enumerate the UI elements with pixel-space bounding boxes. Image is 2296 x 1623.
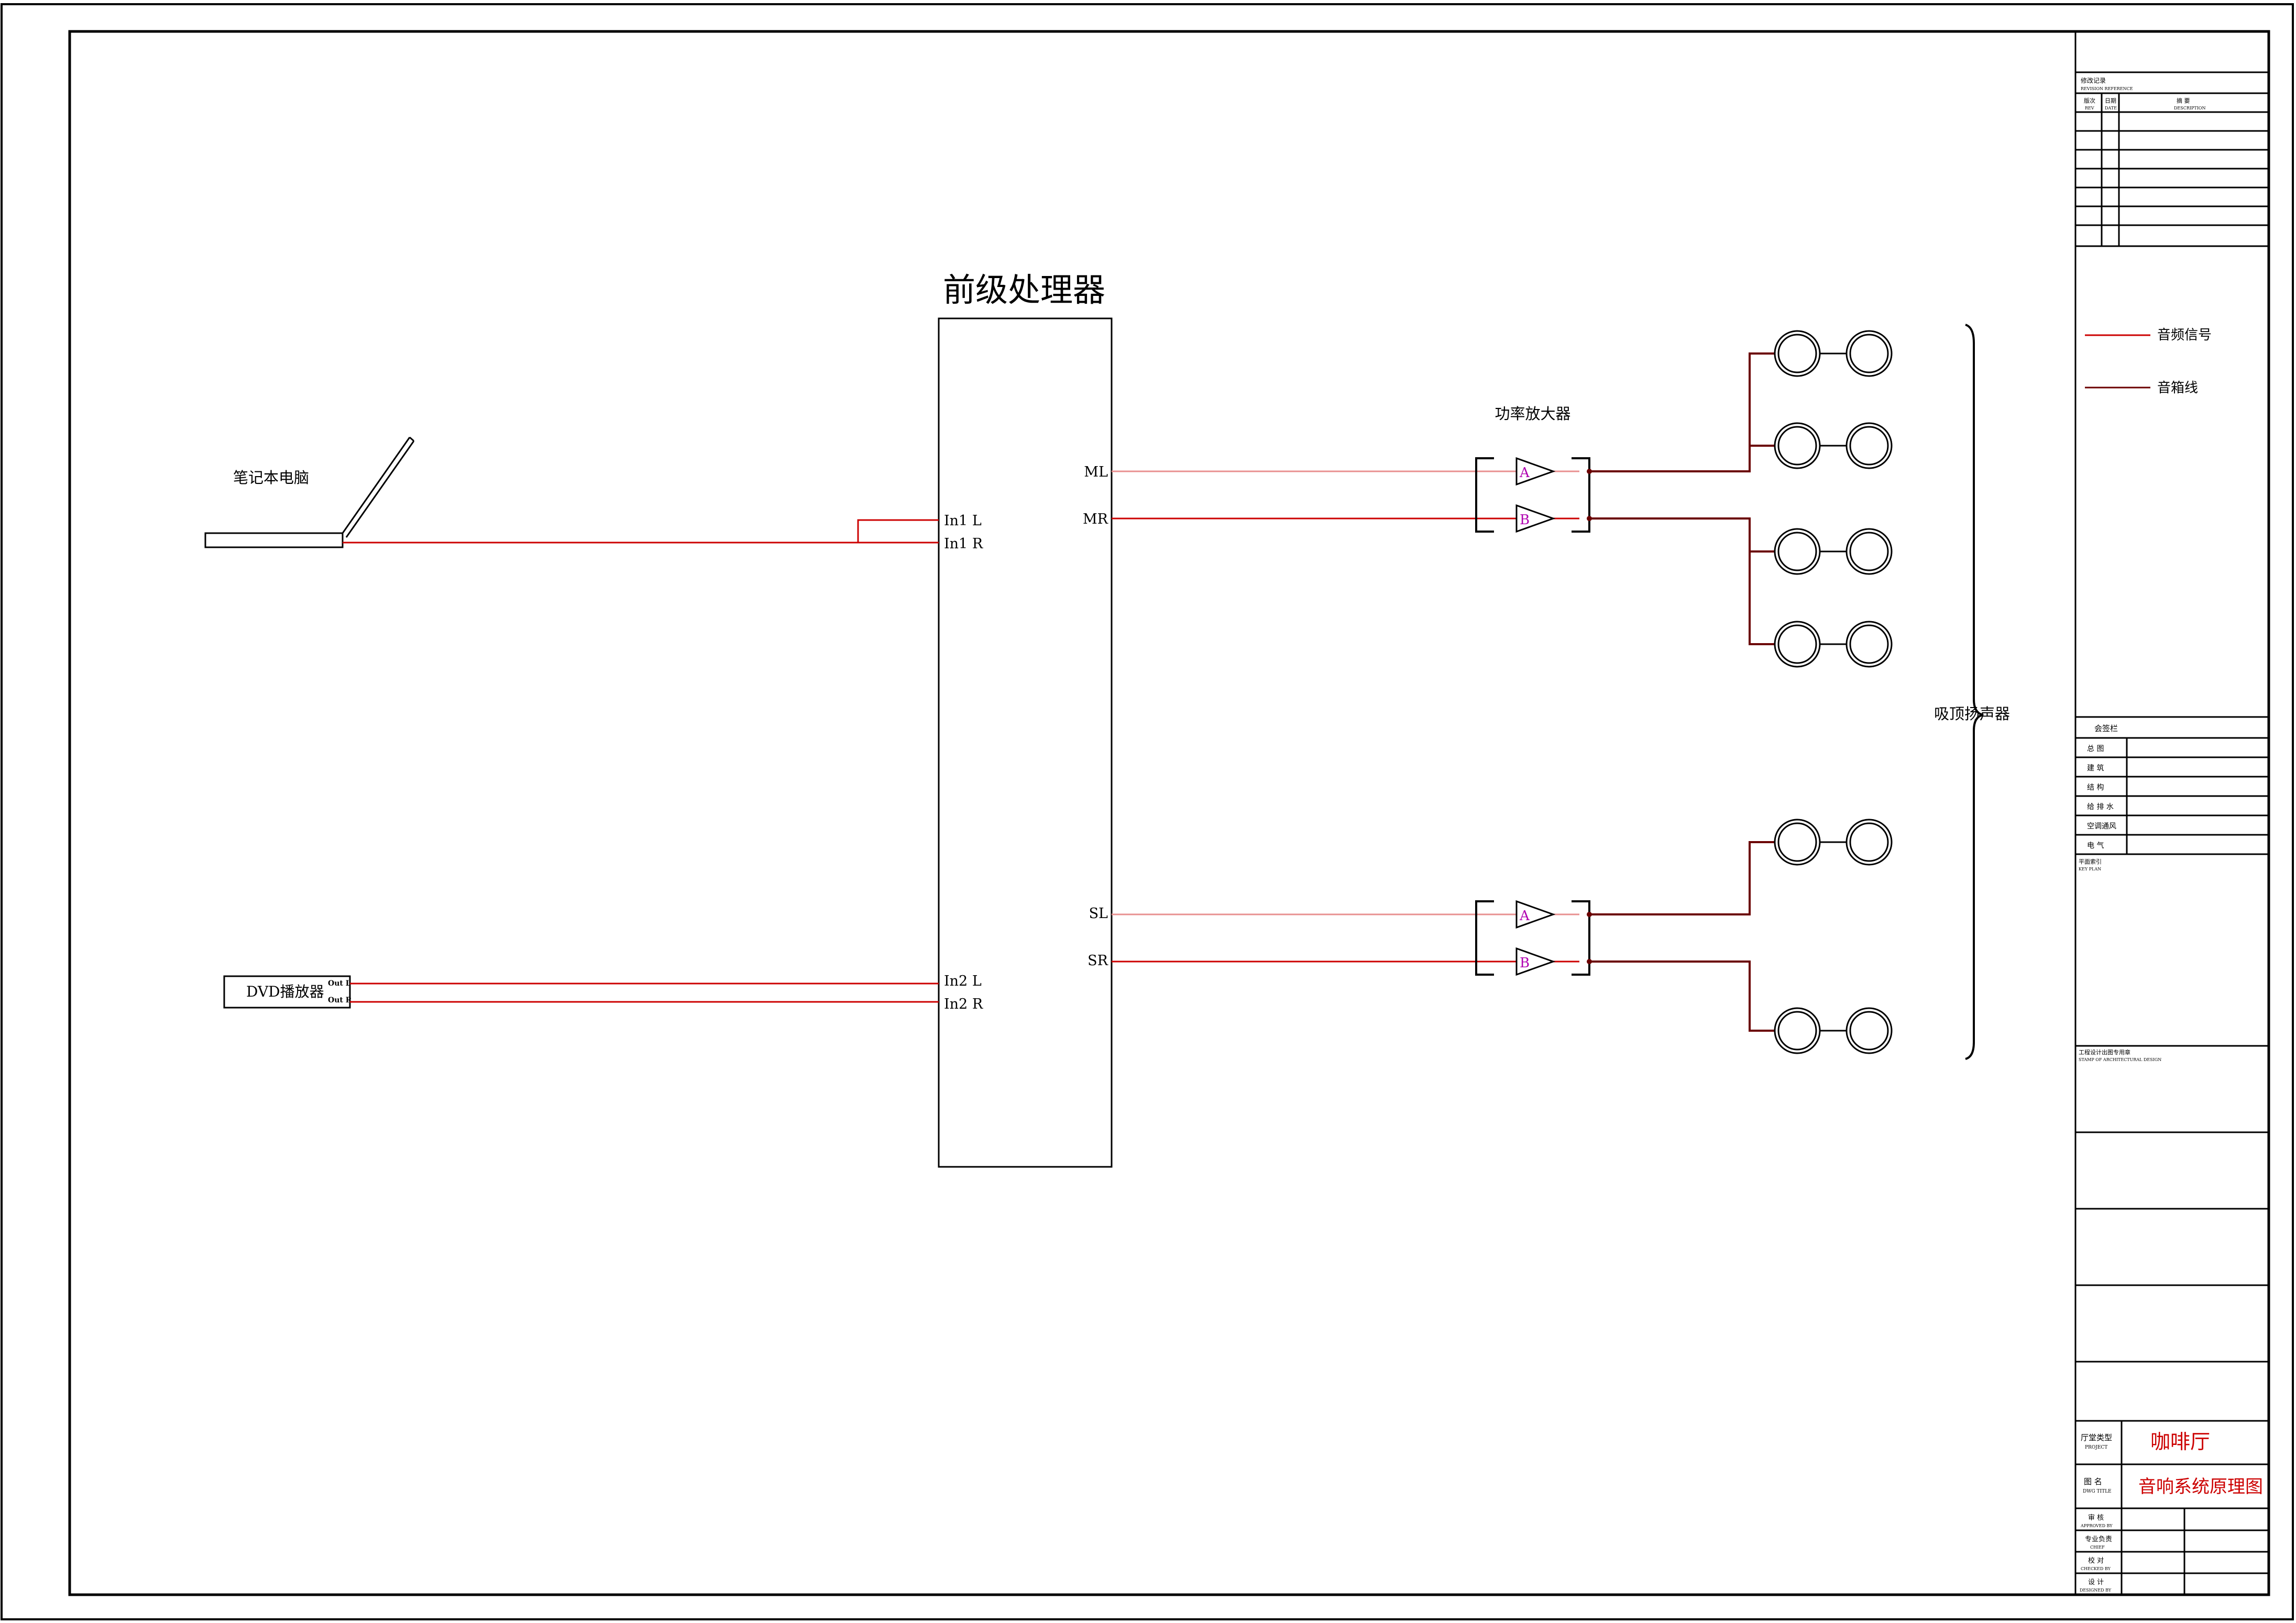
dvd-player-box (223, 975, 351, 1009)
inner-frame (68, 30, 2270, 1596)
ceiling-speaker-icon (1845, 1007, 1893, 1054)
amp-triangle-a-upper (1515, 457, 1556, 486)
speaker-pair (1774, 528, 1893, 575)
sign-row-6: 电 气 (2087, 842, 2104, 850)
amplifier-upper: A B (1475, 457, 1590, 533)
drawing-title-value: 音响系统原理图 (2138, 1476, 2263, 1497)
dvd-player-label: DVD播放器 (246, 983, 324, 1000)
revision-header-en: REVISION REFERENCE (2081, 86, 2133, 91)
dwg-title-label-en: DWG TITLE (2083, 1489, 2112, 1494)
title-block-text: 修改记录 REVISION REFERENCE 版次 REV 日期 DATE 摘… (2079, 76, 2205, 1593)
project-value: 咖啡厅 (2150, 1430, 2210, 1453)
amp-channel-a-upper: A (1519, 465, 1530, 481)
legend: 音频信号 音箱线 (2085, 327, 2212, 396)
dwg-title-label-cn: 图 名 (2084, 1477, 2102, 1486)
sign-row-1: 总 图 (2087, 745, 2104, 753)
speaker-group-brace (1965, 324, 1984, 1060)
speaker-wires (1589, 352, 1775, 1032)
project-label-cn: 厅堂类型 (2081, 1433, 2112, 1442)
amp-triangle-b-upper (1515, 504, 1556, 533)
amp-triangle-a-lower (1515, 900, 1556, 929)
laptop-label: 笔记本电脑 (233, 469, 309, 487)
rev-col-cn: 版次 (2084, 97, 2095, 104)
ceiling-speaker-icon (1774, 819, 1821, 866)
amp-channel-b-upper: B (1520, 512, 1530, 528)
designed-label-en: DESIGNED BY (2080, 1588, 2112, 1593)
date-col-en: DATE (2105, 106, 2117, 111)
processor-output-wires (1112, 470, 1579, 963)
ceiling-speaker-icon (1774, 621, 1821, 668)
ceiling-speaker-icon (1774, 330, 1821, 377)
approved-label-cn: 审 核 (2088, 1514, 2104, 1522)
ceiling-speaker-icon (1845, 528, 1893, 575)
speaker-pair (1774, 819, 1893, 866)
approved-label-en: APPROVED BY (2080, 1523, 2113, 1528)
amp-channel-b-lower: B (1520, 955, 1530, 971)
dvd-out-r: Out R (328, 996, 352, 1004)
sign-row-3: 结 构 (2087, 783, 2104, 792)
amp-channel-a-lower: A (1519, 908, 1530, 924)
ceiling-speaker-icon (1845, 330, 1893, 377)
amplifier-label: 功率放大器 (1495, 405, 1570, 423)
ceiling-speaker-icon (1845, 621, 1893, 668)
project-label-en: PROJECT (2085, 1445, 2107, 1450)
input-in1-l: In1 L (944, 513, 982, 529)
designed-label-cn: 设 计 (2088, 1578, 2104, 1586)
speaker-pair (1774, 621, 1893, 668)
chief-label-en: CHIEF (2090, 1545, 2105, 1550)
key-plan-en: KEY PLAN (2079, 867, 2101, 871)
title-block (2074, 31, 2269, 1595)
speaker-pair (1774, 330, 1893, 377)
key-plan-cn: 平面索引 (2079, 858, 2102, 865)
desc-col-cn: 摘 要 (2177, 97, 2190, 104)
sign-row-4: 给 排 水 (2087, 803, 2114, 811)
speaker-pair (1774, 422, 1893, 469)
output-sl: SL (1089, 906, 1108, 922)
legend-audio-signal-label: 音频信号 (2157, 327, 2212, 343)
dvd-signal-wire (350, 982, 939, 1003)
laptop-icon (204, 436, 415, 548)
chief-label-cn: 专业负责 (2085, 1536, 2112, 1543)
laptop-signal-wire (343, 519, 939, 544)
input-in2-r: In2 R (944, 996, 983, 1012)
amplifier-lower: A B (1475, 900, 1590, 976)
stamp-en: STAMP OF ARCHITECTURAL DESIGN (2079, 1057, 2161, 1062)
input-in2-l: In2 L (944, 973, 982, 989)
dvd-out-l: Out L (328, 979, 351, 988)
processor-title: 前级处理器 (943, 271, 1105, 309)
ceiling-speaker-icon (1774, 422, 1821, 469)
sign-header: 会签栏 (2094, 724, 2118, 733)
date-col-cn: 日期 (2105, 97, 2116, 104)
speaker-pair (1774, 1007, 1893, 1054)
checked-label-cn: 校 对 (2088, 1556, 2104, 1565)
ceiling-speaker-icon (1774, 1007, 1821, 1054)
legend-speaker-wire-label: 音箱线 (2157, 380, 2198, 396)
ceiling-speaker-icon (1774, 528, 1821, 575)
outer-border (1, 3, 2294, 1620)
input-in1-r: In1 R (944, 536, 983, 552)
revision-header-cn: 修改记录 (2081, 76, 2106, 84)
output-ml: ML (1084, 464, 1108, 480)
processor-box (938, 317, 1113, 1168)
speaker-wire-dots (1587, 469, 1592, 964)
ceiling-speaker-icon (1845, 819, 1893, 866)
checked-label-en: CHECKED BY (2081, 1566, 2111, 1571)
speaker-group-label: 吸顶扬声器 (1934, 705, 2010, 723)
stamp-cn: 工程设计出图专用章 (2079, 1048, 2130, 1056)
sign-row-5: 空调通风 (2087, 822, 2116, 831)
amp-triangle-b-lower (1515, 947, 1556, 976)
rev-col-en: REV (2085, 106, 2094, 111)
output-mr: MR (1083, 511, 1108, 527)
desc-col-en: DESCRIPTION (2174, 106, 2205, 111)
output-sr: SR (1087, 953, 1108, 969)
ceiling-speaker-icon (1845, 422, 1893, 469)
sign-row-2: 建 筑 (2087, 764, 2104, 772)
